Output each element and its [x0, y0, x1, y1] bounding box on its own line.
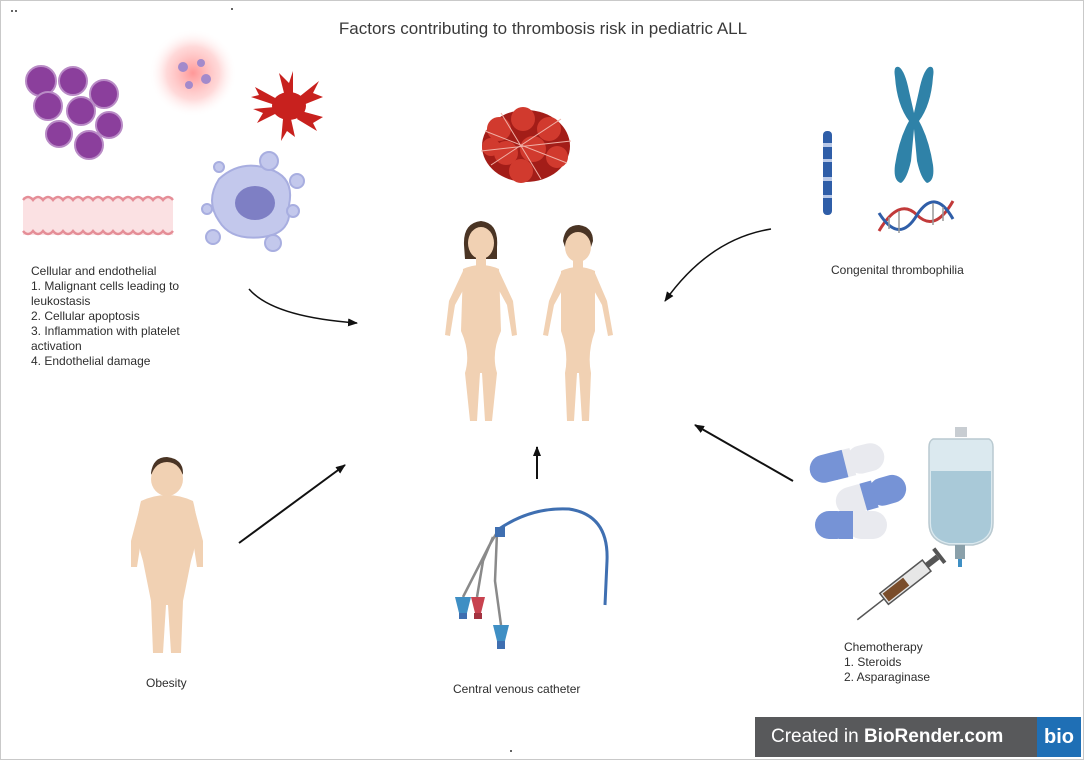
chemo-heading: Chemotherapy	[844, 640, 923, 654]
chemo-item: 1. Steroids	[844, 655, 902, 669]
cellular-item: 2. Cellular apoptosis	[31, 309, 140, 323]
arrow-chemo	[694, 424, 794, 482]
cellular-heading: Cellular and endothelial	[31, 264, 157, 278]
chromosome-icon	[894, 66, 934, 183]
biorender-logo-icon: bio	[1037, 717, 1081, 757]
credit-brand: BioRender.com	[863, 726, 1004, 747]
pills-icon	[809, 443, 907, 539]
biorender-credit: Created in BioRender.com	[755, 726, 1037, 748]
boy-figure-icon	[543, 225, 613, 421]
syringe-icon	[856, 547, 947, 621]
girl-figure-icon	[445, 221, 517, 421]
diagram-title: Factors contributing to thrombosis risk …	[338, 19, 748, 38]
cellular-item: activation	[31, 339, 82, 353]
cellular-item: 1. Malignant cells leading to	[31, 279, 180, 293]
activated-platelet-icon	[251, 71, 323, 141]
congenital-label: Congenital thrombophilia	[831, 263, 964, 277]
central-venous-catheter-icon	[455, 507, 609, 649]
obesity-label: Obesity	[146, 676, 187, 690]
cellular-item: leukostasis	[31, 294, 91, 308]
chromosome-band-icon	[823, 131, 832, 215]
malignant-cells-icon	[25, 65, 123, 160]
cellular-label: Cellular and endothelial 1. Malignant ce…	[31, 264, 180, 369]
arrow-obesity	[238, 464, 346, 544]
inflammation-glow-icon	[149, 29, 237, 117]
endothelium-icon	[22, 195, 174, 236]
blood-clot-icon	[480, 107, 572, 183]
dna-helix-icon	[877, 200, 955, 233]
obese-child-icon	[131, 457, 203, 653]
catheter-label: Central venous catheter	[453, 682, 581, 696]
chemo-label: Chemotherapy 1. Steroids 2. Asparaginase	[844, 640, 930, 685]
iv-bag-icon	[928, 427, 994, 567]
apoptotic-cell-icon	[201, 151, 305, 252]
cellular-item: 3. Inflammation with platelet	[31, 324, 180, 338]
arrow-congenital	[664, 228, 772, 302]
credit-prefix: Created in	[771, 726, 864, 747]
arrows	[238, 228, 794, 544]
speck-marks	[11, 8, 512, 752]
chemo-item: 2. Asparaginase	[844, 670, 931, 684]
arrow-cellular	[248, 288, 358, 327]
biorender-badge: Created in BioRender.com bio	[755, 717, 1081, 757]
cellular-item: 4. Endothelial damage	[31, 354, 151, 368]
